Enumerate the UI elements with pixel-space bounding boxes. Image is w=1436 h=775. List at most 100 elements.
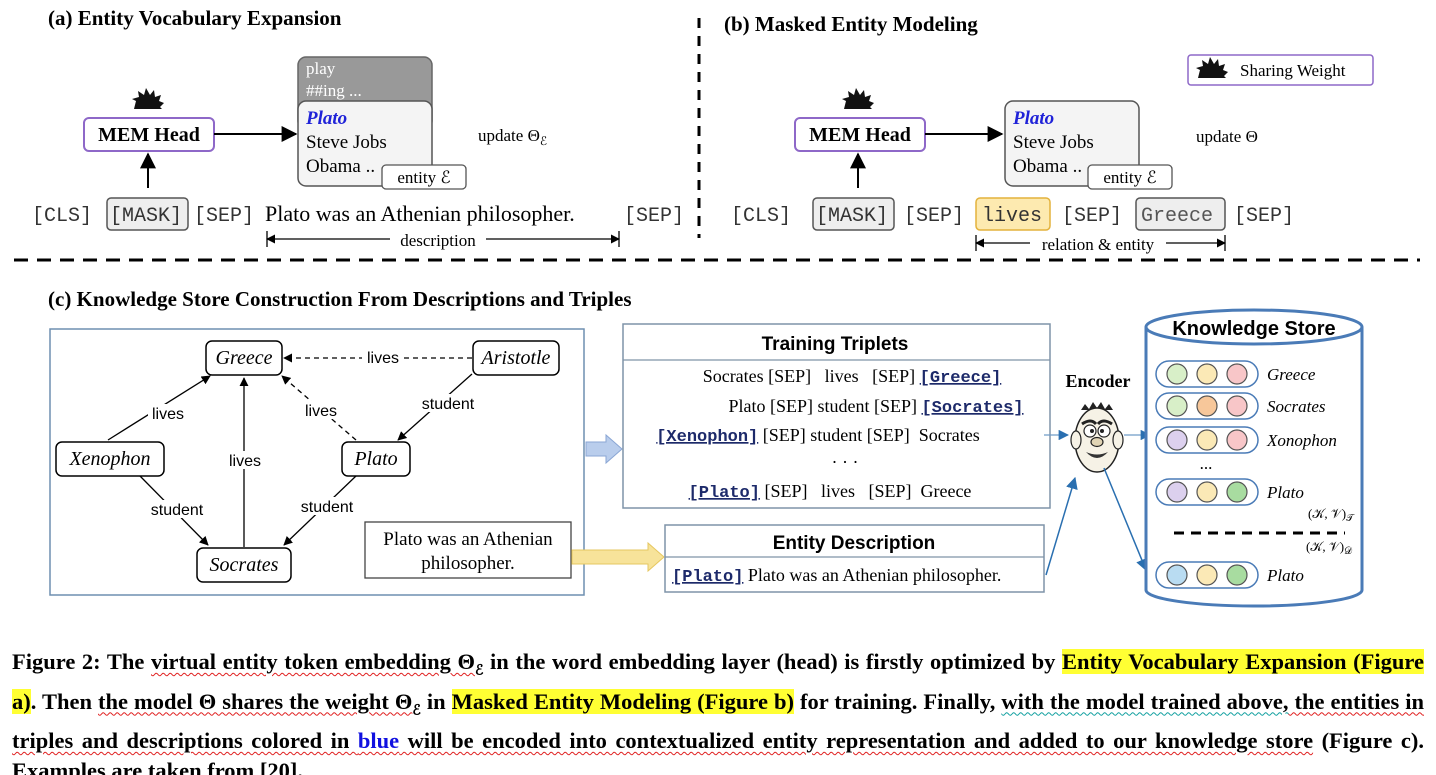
edge-label: student bbox=[151, 502, 204, 519]
embedding-dot bbox=[1226, 429, 1248, 451]
entity-description-title: Entity Description bbox=[773, 533, 936, 554]
triplet-row: [Plato] [SEP] lives [SEP] Greece bbox=[689, 481, 972, 503]
entity-label: entity ℰ bbox=[397, 168, 450, 187]
edge-label: lives bbox=[305, 403, 337, 420]
node-socrates: Socrates bbox=[210, 554, 279, 576]
store-entry: Greece bbox=[1155, 360, 1316, 388]
edge-label: student bbox=[301, 499, 354, 516]
node-socrates-box bbox=[196, 547, 292, 583]
node-aristotle: Aristotle bbox=[480, 347, 551, 369]
embedding-dot bbox=[1196, 363, 1218, 385]
vocab-back-item: ##ing ... bbox=[306, 81, 362, 100]
triplet-row: Plato [SEP] student [SEP] [Socrates] bbox=[728, 396, 1023, 418]
mem-head-label: MEM Head bbox=[98, 124, 200, 146]
vocab-entity-plato: Plato bbox=[1012, 108, 1054, 129]
embedding-dot bbox=[1226, 481, 1248, 503]
description-line: Plato was an Athenian bbox=[383, 529, 553, 550]
token-sep: [SEP] bbox=[1062, 205, 1122, 228]
token-sep: [SEP] bbox=[624, 205, 684, 228]
node-greece: Greece bbox=[216, 347, 273, 369]
token-sep: [SEP] bbox=[904, 205, 964, 228]
hedgehog-icon bbox=[132, 88, 164, 109]
legend-label: Sharing Weight bbox=[1240, 61, 1346, 80]
edge-label: student bbox=[422, 396, 475, 413]
token-description: Plato was an Athenian philosopher. bbox=[265, 201, 575, 226]
hedgehog-icon bbox=[1196, 57, 1228, 78]
embedding-dot bbox=[1166, 395, 1188, 417]
triplet-row: Socrates [SEP] lives [SEP] [Greece] bbox=[703, 366, 1002, 388]
store-ellipsis: ... bbox=[1200, 454, 1213, 473]
panel-b-title: (b) Masked Entity Modeling bbox=[724, 12, 978, 36]
vocab-entity: Obama .. bbox=[306, 156, 375, 177]
embedding-dot bbox=[1166, 363, 1188, 385]
triplet-ellipsis: · · · bbox=[832, 452, 859, 472]
span-label-b: relation & entity bbox=[1042, 235, 1155, 254]
update-label-a: update Θℰ bbox=[478, 126, 547, 148]
token-cls: [CLS] bbox=[731, 205, 791, 228]
entity-label: entity ℰ bbox=[1103, 168, 1156, 187]
entity-label-box bbox=[381, 164, 467, 190]
mask-token-box bbox=[106, 197, 189, 231]
update-label-b: update Θ bbox=[1196, 127, 1258, 146]
encoder-to-desc-entry-arrow bbox=[1103, 467, 1148, 572]
triplets-title: Training Triplets bbox=[762, 334, 909, 355]
entity-label-box bbox=[1087, 164, 1173, 190]
node-greece-box bbox=[205, 340, 283, 376]
embedding-dot bbox=[1166, 429, 1188, 451]
token-sep: [SEP] bbox=[194, 205, 254, 228]
bert-icon bbox=[1070, 402, 1124, 473]
triplets-box bbox=[622, 323, 1051, 509]
vocab-entity-plato: Plato bbox=[305, 108, 347, 129]
token-entity: Greece bbox=[1141, 205, 1213, 228]
vocab-entity: Steve Jobs bbox=[1013, 132, 1094, 153]
node-plato: Plato bbox=[353, 448, 397, 470]
token-mask: [MASK] bbox=[816, 205, 888, 228]
entity-token-box bbox=[1135, 197, 1226, 231]
store-entry-label: Xonophon bbox=[1266, 431, 1337, 450]
token-mask: [MASK] bbox=[110, 205, 182, 228]
mem-head-label: MEM Head bbox=[809, 124, 911, 146]
relation-token-box bbox=[975, 197, 1051, 231]
span-label-a: description bbox=[400, 231, 476, 250]
figure-diagram: (a) Entity Vocabulary Expansion MEM Head… bbox=[14, 6, 1420, 608]
embedding-dot bbox=[1196, 564, 1218, 586]
embedding-dot bbox=[1166, 564, 1188, 586]
vocab-entity: Obama .. bbox=[1013, 156, 1082, 177]
desc-to-entity-desc-arrow bbox=[571, 541, 665, 573]
knowledge-store-title: Knowledge Store bbox=[1172, 318, 1335, 340]
edge-label: lives bbox=[229, 453, 261, 470]
hedgehog-icon bbox=[842, 88, 874, 109]
embedding-dot bbox=[1226, 395, 1248, 417]
legend-box bbox=[1187, 54, 1374, 86]
embedding-dot bbox=[1226, 363, 1248, 385]
node-aristotle-box bbox=[472, 340, 560, 376]
kv-desc-label: (𝒦, 𝒱)𝒟 bbox=[1306, 539, 1352, 557]
edge-label: lives bbox=[152, 406, 184, 423]
description-line: philosopher. bbox=[421, 553, 514, 574]
store-entry: Xonophon bbox=[1155, 426, 1337, 454]
token-sep: [SEP] bbox=[1234, 205, 1294, 228]
store-entry-label: Plato bbox=[1266, 483, 1304, 502]
embedding-dot bbox=[1196, 395, 1218, 417]
store-entry-label: Greece bbox=[1267, 365, 1316, 384]
store-entry-description: Plato bbox=[1155, 561, 1304, 589]
kv-triples-label: (𝒦, 𝒱)𝒯 bbox=[1308, 506, 1355, 524]
store-entry-label: Socrates bbox=[1267, 397, 1326, 416]
token-relation: lives bbox=[982, 205, 1042, 228]
graph-to-triplets-arrow bbox=[585, 433, 623, 465]
vocab-back-item: play bbox=[306, 59, 336, 78]
embedding-dot bbox=[1196, 429, 1218, 451]
embedding-dot bbox=[1226, 564, 1248, 586]
store-entry-label: Plato bbox=[1266, 566, 1304, 585]
knowledge-store-top bbox=[1144, 308, 1364, 346]
encoder-label: Encoder bbox=[1066, 371, 1131, 391]
triplet-row: [Xenophon] [SEP] student [SEP] Socrates bbox=[656, 425, 980, 447]
mask-token-box bbox=[812, 197, 895, 231]
desc-to-encoder-arrow bbox=[1045, 476, 1078, 576]
vocab-entity: Steve Jobs bbox=[306, 132, 387, 153]
entity-description-box bbox=[664, 524, 1045, 593]
node-plato-box bbox=[341, 441, 411, 477]
edge-label: lives bbox=[367, 350, 399, 367]
